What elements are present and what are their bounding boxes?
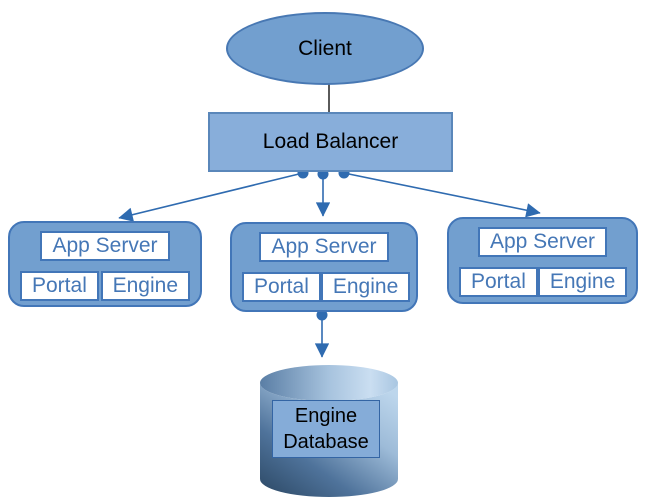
app-server-1-title-box: App Server (40, 231, 170, 261)
node-load-balancer[interactable]: Load Balancer (208, 112, 453, 172)
edge-loadbalancer-appserver3[interactable] (338, 167, 541, 218)
connection-dot (316, 309, 328, 321)
app-server-3-title: App Server (489, 230, 596, 253)
database-label-line2: Database (283, 431, 369, 453)
engine-label: Engine (332, 275, 399, 298)
engine-label: Engine (112, 274, 178, 297)
database-label: Engine Database (272, 400, 380, 458)
app-server-3-engine-box[interactable]: Engine (537, 267, 628, 297)
cylinder-top (260, 365, 398, 401)
load-balancer-label: Load Balancer (262, 130, 399, 153)
app-server-1-engine-box[interactable]: Engine (100, 271, 190, 301)
edge-appserver2-database[interactable] (314, 309, 330, 358)
app-server-2-title-box: App Server (259, 232, 389, 262)
app-server-2-engine-box[interactable]: Engine (320, 272, 411, 302)
portal-label: Portal (471, 270, 526, 293)
node-client[interactable]: Client (226, 12, 424, 85)
database-label-line1: Engine (294, 405, 358, 427)
portal-label: Portal (32, 274, 87, 297)
app-server-1-title: App Server (52, 234, 158, 257)
edge-loadbalancer-appserver1[interactable] (118, 167, 309, 222)
app-server-1-components: Portal Engine (10, 271, 200, 301)
edge-loadbalancer-appserver2[interactable] (315, 168, 331, 217)
node-app-server-3[interactable]: App Server Portal Engine (447, 217, 638, 304)
app-server-2-components: Portal Engine (232, 272, 416, 302)
app-server-3-components: Portal Engine (449, 267, 636, 297)
client-label: Client (298, 36, 352, 60)
app-server-1-portal-box[interactable]: Portal (20, 271, 99, 301)
app-server-2-title: App Server (271, 235, 377, 258)
node-app-server-1[interactable]: App Server Portal Engine (8, 221, 202, 307)
engine-label: Engine (549, 270, 616, 293)
node-app-server-2[interactable]: App Server Portal Engine (230, 222, 418, 312)
app-server-3-title-box: App Server (477, 227, 608, 257)
app-server-3-portal-box[interactable]: Portal (459, 267, 538, 297)
app-server-2-portal-box[interactable]: Portal (242, 272, 321, 302)
portal-label: Portal (254, 275, 309, 298)
